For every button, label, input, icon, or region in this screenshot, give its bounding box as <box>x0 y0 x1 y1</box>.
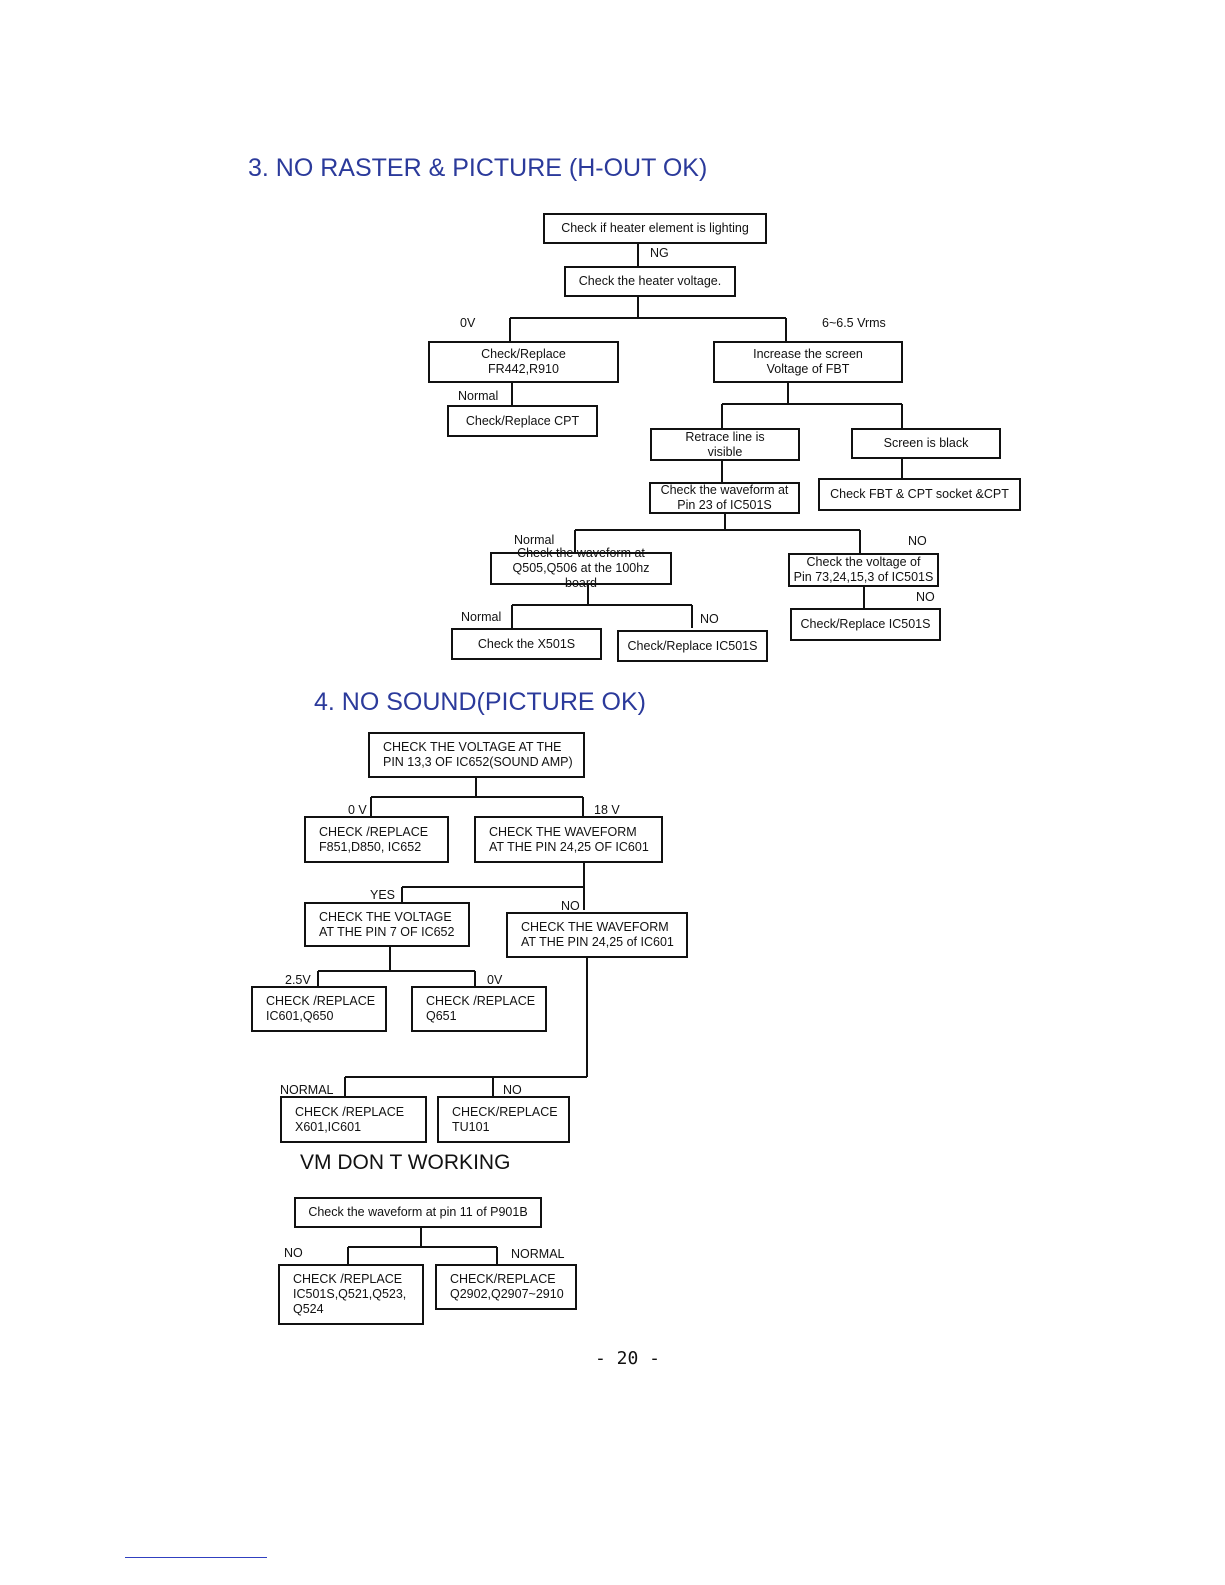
waveform-p901b-box: Check the waveform at pin 11 of P901B <box>294 1197 542 1228</box>
footer-rule <box>125 1557 267 1558</box>
label-vrms: 6~6.5 Vrms <box>822 316 886 330</box>
check-heater-voltage-box: Check the heater voltage. <box>564 266 736 297</box>
section-4-title: 4. NO SOUND(PICTURE OK) <box>314 688 646 716</box>
replace-q2902-box: CHECK/REPLACE Q2902,Q2907~2910 <box>435 1264 577 1310</box>
label-0v-b: 0V <box>487 973 503 987</box>
replace-ic501s-q521-box: CHECK /REPLACE IC501S,Q521,Q523, Q524 <box>278 1264 424 1325</box>
label-0v: 0V <box>460 316 476 330</box>
label-no-2: NO <box>916 590 935 604</box>
label-normal-3: Normal <box>461 610 502 624</box>
waveform-ic601-box-b: CHECK THE WAVEFORM AT THE PIN 24,25 of I… <box>506 912 688 958</box>
check-heater-lighting-box: Check if heater element is lighting <box>543 213 767 244</box>
replace-ic601-q650-box: CHECK /REPLACE IC601,Q650 <box>251 986 387 1032</box>
label-normal-vm: NORMAL <box>511 1247 565 1261</box>
section-3-title: 3. NO RASTER & PICTURE (H-OUT OK) <box>248 154 708 182</box>
screen-black-box: Screen is black <box>851 428 1001 459</box>
label-no-3: NO <box>700 612 719 626</box>
page-number: - 20 - <box>595 1348 661 1369</box>
replace-cpt-box: Check/Replace CPT <box>447 405 598 437</box>
waveform-ic601-box-a: CHECK THE WAVEFORM AT THE PIN 24,25 OF I… <box>474 816 663 863</box>
label-no-sound-b: NO <box>503 1083 522 1097</box>
label-yes: YES <box>370 888 396 902</box>
replace-ic501s-box-b: Check/Replace IC501S <box>790 608 941 641</box>
label-2-5v: 2.5V <box>285 973 311 987</box>
label-no-vm: NO <box>284 1246 303 1260</box>
replace-f851-box: CHECK /REPLACE F851,D850, IC652 <box>304 816 449 863</box>
voltage-pin73-box: Check the voltage of Pin 73,24,15,3 of I… <box>788 553 939 587</box>
label-normal-1: Normal <box>458 389 499 403</box>
replace-ic501s-box-a: Check/Replace IC501S <box>617 630 768 662</box>
check-fbt-box: Check FBT & CPT socket &CPT <box>818 478 1021 511</box>
vm-section-title: VM DON T WORKING <box>300 1151 511 1174</box>
check-x501s-box: Check the X501S <box>451 628 602 660</box>
label-0v-sound: 0 V <box>348 803 367 817</box>
replace-x601-box: CHECK /REPLACE X601,IC601 <box>280 1096 427 1143</box>
retrace-visible-box: Retrace line is visible <box>650 428 800 461</box>
label-18v: 18 V <box>594 803 620 817</box>
voltage-ic652-box: CHECK THE VOLTAGE AT THE PIN 13,3 OF IC6… <box>368 732 585 778</box>
label-normal-2: Normal <box>514 533 555 547</box>
label-no-1: NO <box>908 534 927 548</box>
label-normal-sound: NORMAL <box>280 1083 334 1097</box>
label-no-sound: NO <box>561 899 580 913</box>
replace-fr442-box: Check/Replace FR442,R910 <box>428 341 619 383</box>
replace-tu101-box: CHECK/REPLACE TU101 <box>437 1096 570 1143</box>
waveform-pin23-box: Check the waveform at Pin 23 of IC501S <box>649 482 800 514</box>
voltage-pin7-box: CHECK THE VOLTAGE AT THE PIN 7 OF IC652 <box>304 902 470 947</box>
waveform-q505-box: Check the waveform at Q505,Q506 at the 1… <box>490 546 672 590</box>
increase-screen-voltage-box: Increase the screen Voltage of FBT <box>713 341 903 383</box>
label-ng: NG <box>650 246 669 260</box>
replace-q651-box: CHECK /REPLACE Q651 <box>411 986 547 1032</box>
